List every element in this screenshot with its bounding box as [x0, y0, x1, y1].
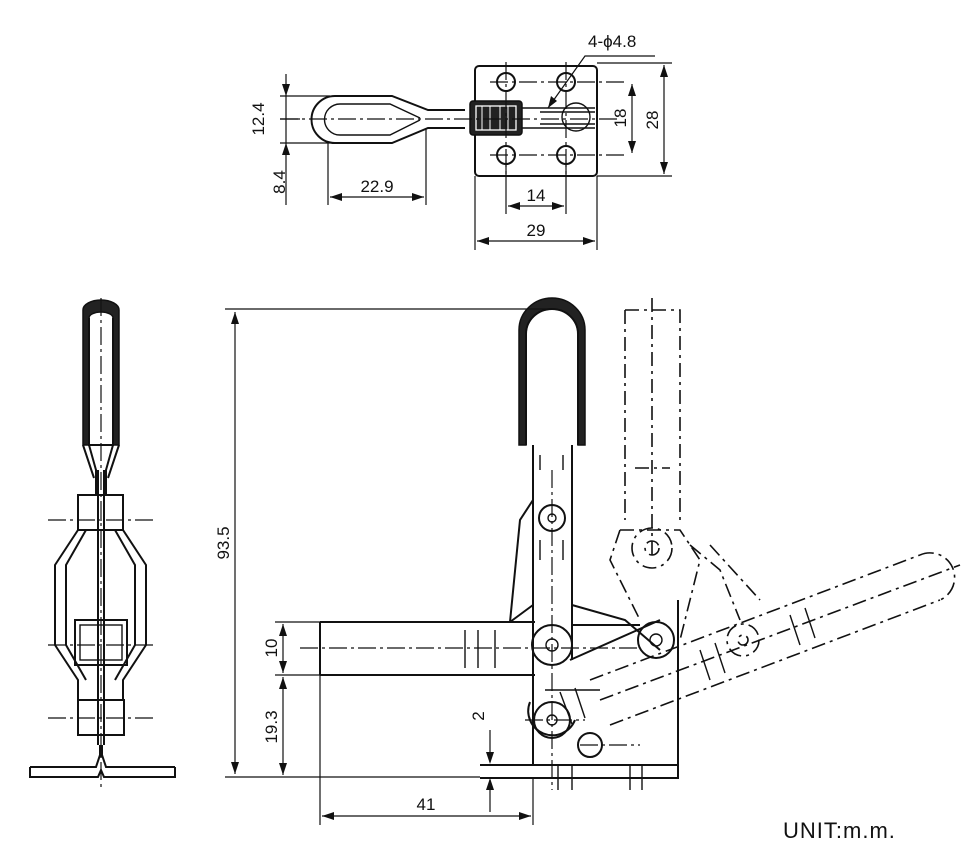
label-41: 41 [417, 795, 436, 814]
label-18: 18 [611, 109, 630, 128]
label-8-4: 8.4 [270, 170, 289, 194]
front-view [225, 297, 961, 825]
label-holes: 4-ϕ4.8 [588, 32, 636, 51]
label-93-5: 93.5 [214, 526, 233, 559]
side-view [29, 298, 176, 790]
arrowheads [231, 65, 668, 820]
label-19-3: 19.3 [262, 710, 281, 743]
dimension-labels: 4-ϕ4.8 12.4 8.4 22.9 14 29 18 28 93.5 10… [214, 32, 662, 814]
label-22-9: 22.9 [360, 177, 393, 196]
label-12-4: 12.4 [249, 102, 268, 135]
unit-label: UNIT:m.m. [783, 818, 896, 843]
top-view [280, 55, 672, 250]
label-28: 28 [643, 111, 662, 130]
label-10: 10 [262, 639, 281, 658]
label-2: 2 [469, 711, 488, 720]
label-14: 14 [527, 186, 546, 205]
label-29: 29 [527, 221, 546, 240]
